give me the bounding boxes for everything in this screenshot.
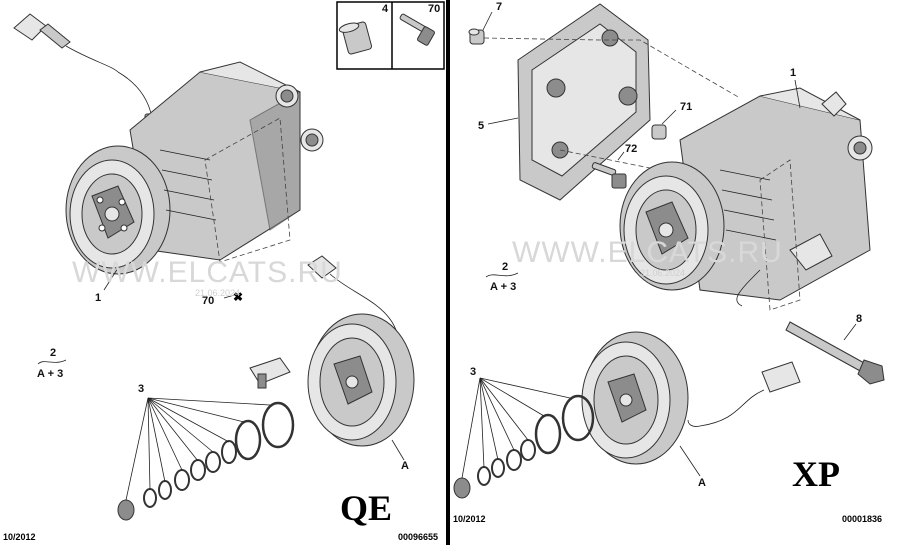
watermark-right: WWW.ELCATS.RU bbox=[512, 236, 783, 269]
label-washers-right: 3 bbox=[470, 366, 476, 378]
cable-clip-left bbox=[249, 357, 291, 389]
screw-part bbox=[591, 162, 627, 189]
clutch-plate-right bbox=[581, 331, 689, 465]
date-right: 10/2012 bbox=[453, 514, 486, 524]
label-kit-sub-left: A + 3 bbox=[37, 368, 63, 380]
compressor-right bbox=[619, 87, 873, 307]
watermark-date-right: 21.06.2024 bbox=[640, 268, 685, 278]
washer-set-right bbox=[453, 377, 595, 499]
sensor-connector-top bbox=[13, 13, 158, 135]
marker-cross: ✖ bbox=[233, 290, 243, 304]
label-screw-right: 72 bbox=[625, 143, 637, 155]
kit-tilde-left bbox=[37, 359, 67, 365]
label-clutch-left: A bbox=[401, 460, 409, 472]
label-kit-left: 2 bbox=[50, 347, 56, 359]
washer-set-left bbox=[117, 397, 295, 521]
sensor-connector-right bbox=[687, 361, 801, 427]
sleeve-icon bbox=[338, 21, 373, 55]
label-bracket: 5 bbox=[478, 120, 484, 132]
variant-code-right: XP bbox=[792, 454, 840, 494]
watermark-left: WWW.ELCATS.RU bbox=[72, 256, 343, 289]
label-compressor-left: 1 bbox=[95, 292, 101, 304]
label-screw-left: 70 bbox=[202, 295, 214, 307]
inset-box: 4 70 bbox=[336, 1, 445, 70]
inset-label-70: 70 bbox=[428, 3, 440, 15]
kit-tilde-right bbox=[485, 272, 519, 278]
ref-left: 00096655 bbox=[398, 532, 438, 542]
compressor-left bbox=[65, 61, 324, 275]
label-compressor-right: 1 bbox=[790, 67, 796, 79]
bracket-outline-left bbox=[204, 117, 291, 263]
label-kit-right: 2 bbox=[502, 261, 508, 273]
clutch-plate-left bbox=[307, 313, 415, 447]
left-panel: 4 70 bbox=[3, 1, 445, 542]
bracket-part bbox=[517, 3, 651, 201]
bush-part bbox=[468, 28, 485, 45]
right-panel: 7 1 5 71 72 2 A + 3 8 3 A WWW.ELCATS.RU … bbox=[453, 1, 885, 524]
watermark-date-left: 21.06.2024 bbox=[195, 288, 240, 298]
panel-divider bbox=[446, 0, 450, 545]
label-bolt: 8 bbox=[856, 313, 862, 325]
sleeve-part bbox=[651, 124, 667, 140]
label-kit-sub-right: A + 3 bbox=[490, 281, 516, 293]
date-left: 10/2012 bbox=[3, 532, 36, 542]
screw-icon bbox=[399, 13, 435, 46]
label-sleeve: 71 bbox=[680, 101, 692, 113]
label-clutch-right: A bbox=[698, 477, 706, 489]
label-bush: 7 bbox=[496, 1, 502, 13]
inset-label-4: 4 bbox=[382, 3, 389, 15]
label-washers-left: 3 bbox=[138, 383, 144, 395]
ref-right: 00001836 bbox=[842, 514, 882, 524]
variant-code-left: QE bbox=[340, 488, 392, 528]
bolt-part bbox=[785, 321, 885, 385]
